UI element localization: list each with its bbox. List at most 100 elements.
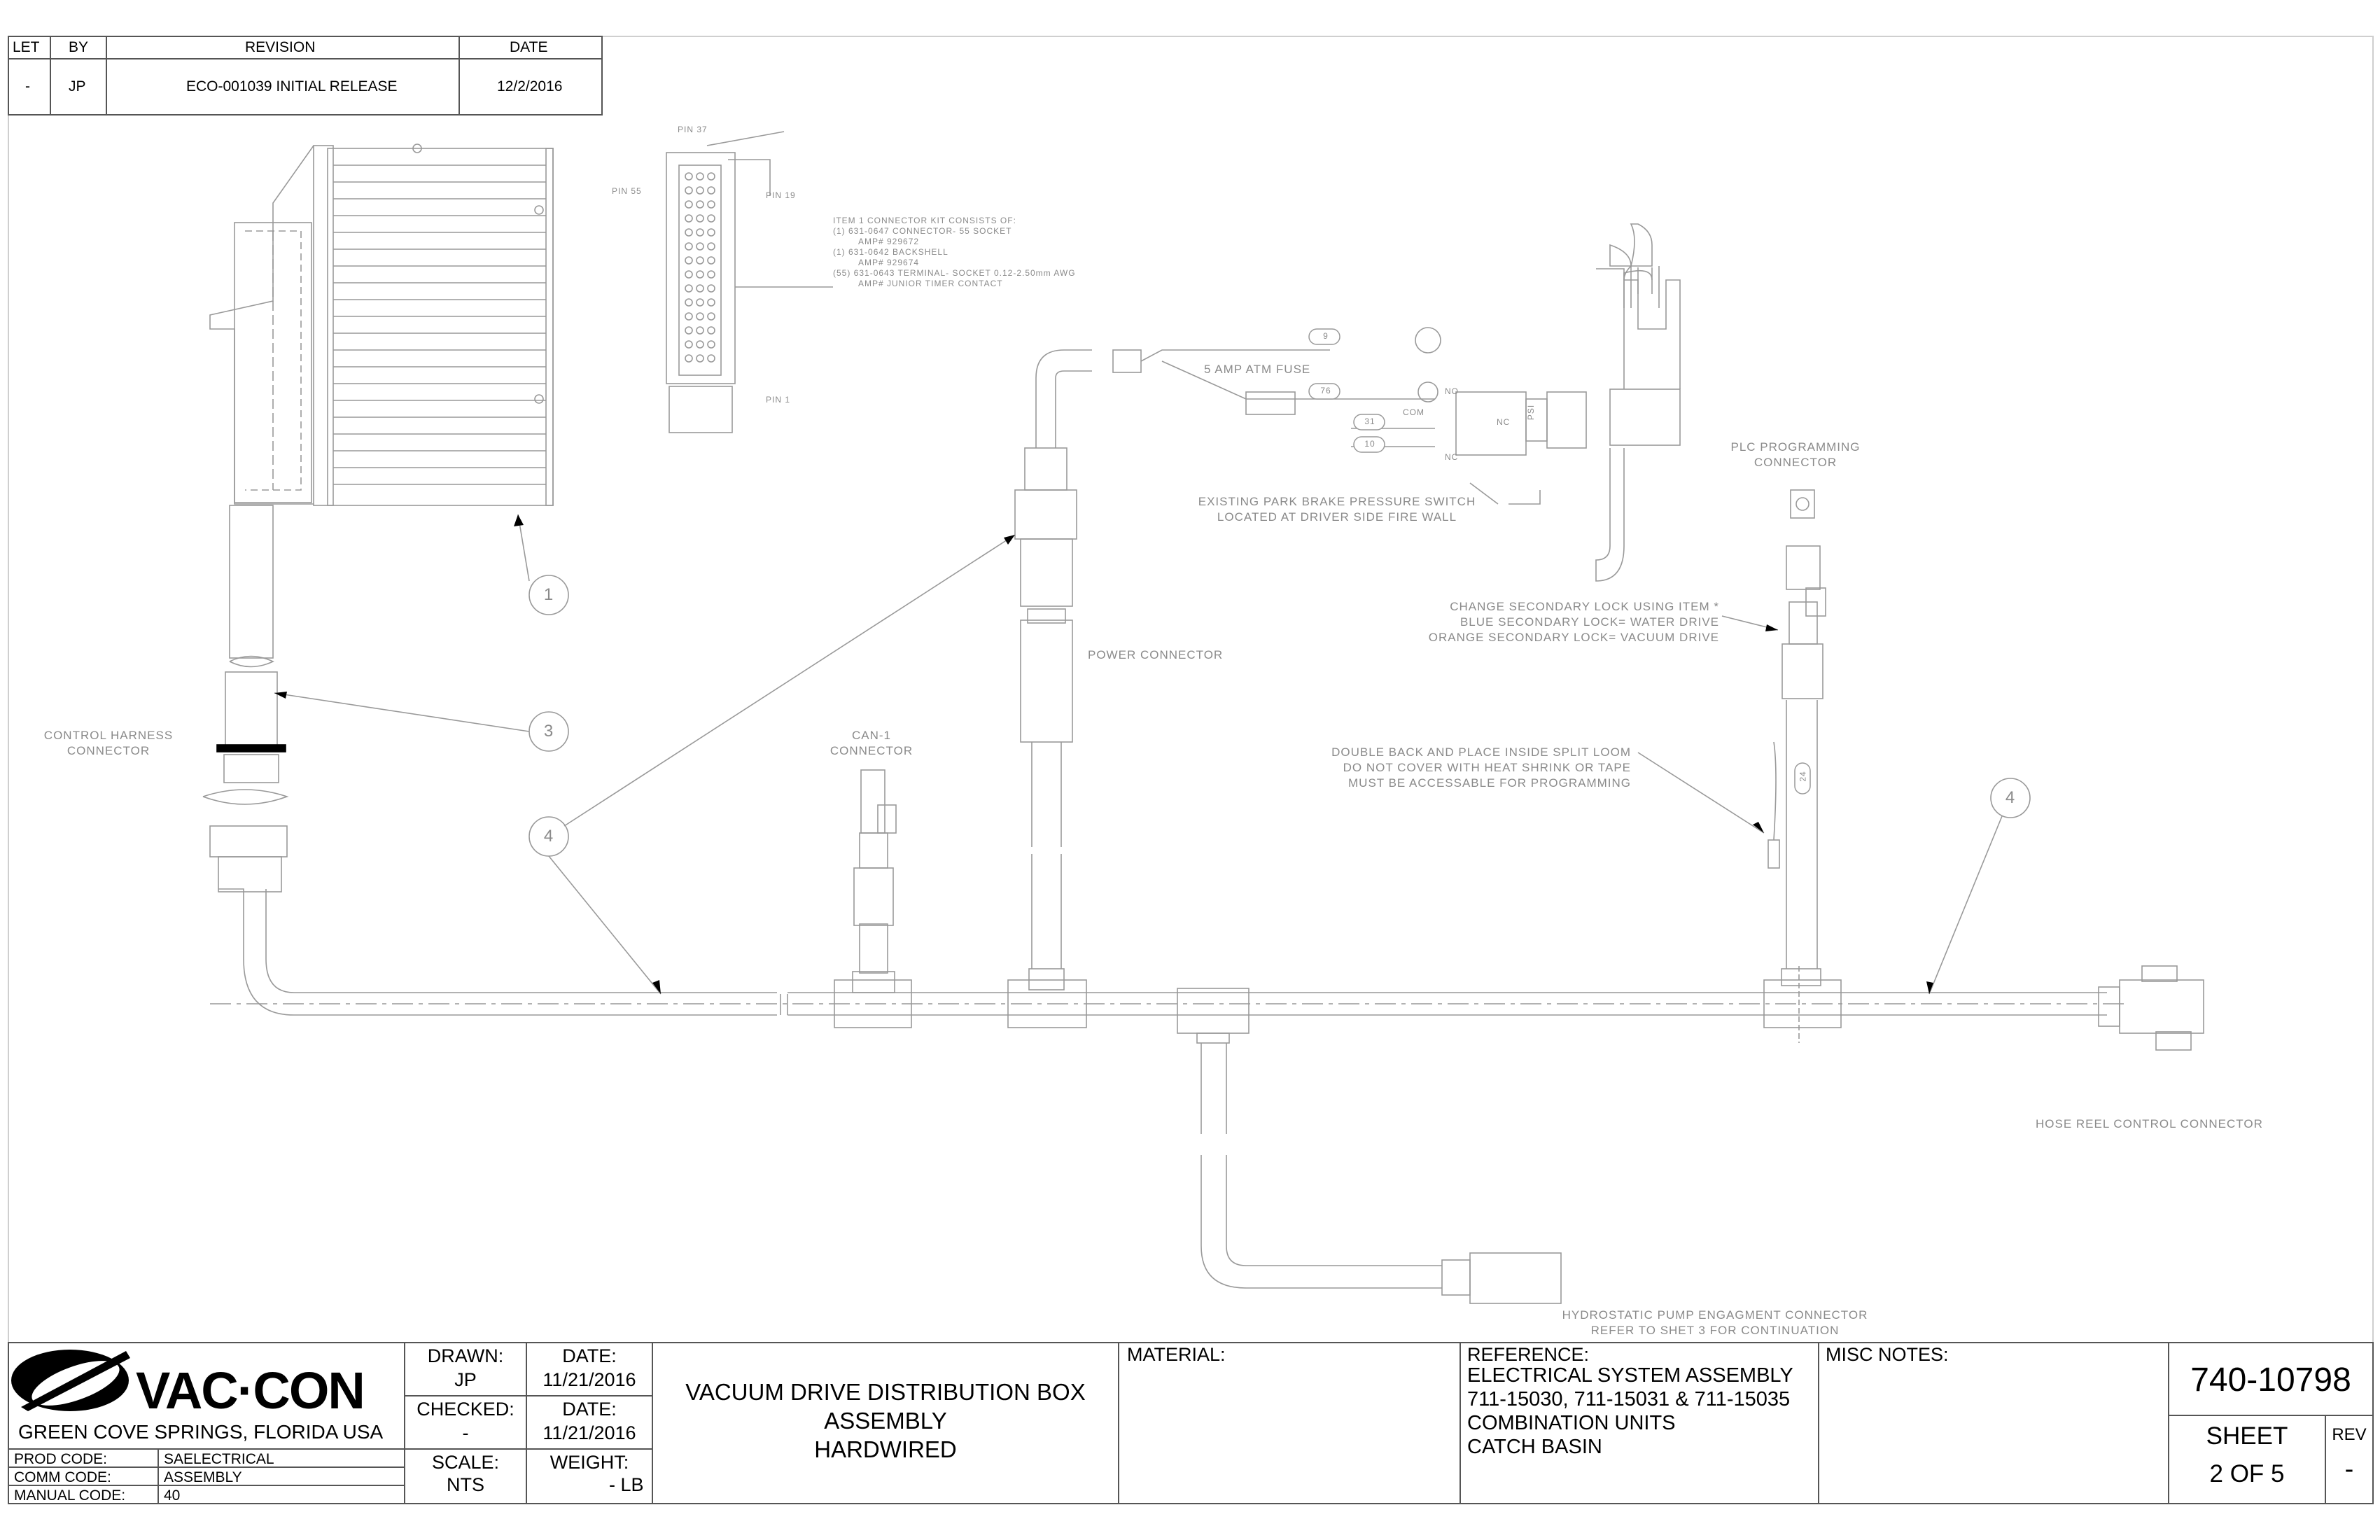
- comm-code-label: COMM CODE:: [14, 1469, 111, 1485]
- switch-psi-label: PSI: [1526, 404, 1536, 421]
- switch-nc-label-2: NC: [1445, 452, 1459, 462]
- connector-pin: [685, 172, 693, 181]
- title-block-grid: [8, 1342, 2374, 1504]
- wire-tag-76: 76: [1320, 386, 1331, 396]
- connector-pin: [696, 326, 704, 335]
- connector-pin: [707, 354, 715, 363]
- switch-com-label: COM: [1403, 407, 1424, 417]
- pin-connector-55: [666, 131, 833, 433]
- manual-code-value: 40: [164, 1488, 181, 1504]
- checked-date-label: DATE:: [562, 1399, 617, 1420]
- rev-by: JP: [69, 78, 86, 94]
- drawing-title: VACUUM DRIVE DISTRIBUTION BOX ASSEMBLY H…: [685, 1379, 1086, 1462]
- wire-tag-9: 9: [1323, 331, 1329, 341]
- connector-pin: [707, 298, 715, 307]
- scale-value: NTS: [447, 1474, 484, 1495]
- connector-pin: [685, 214, 693, 223]
- item-balloons: [274, 482, 2031, 995]
- connector-pin: [696, 340, 704, 349]
- connector-pin: [685, 270, 693, 279]
- sheet-number: 2 OF 5: [2209, 1460, 2285, 1488]
- wire-tag-10: 10: [1364, 439, 1376, 449]
- rev-header-by: BY: [69, 39, 89, 55]
- connector-pin: [696, 214, 704, 223]
- connector-pin: [685, 256, 693, 265]
- prod-code-label: PROD CODE:: [14, 1451, 108, 1467]
- connector-kit-note: ITEM 1 CONNECTOR KIT CONSISTS OF: (1) 63…: [833, 216, 1076, 288]
- power-connector-label: POWER CONNECTOR: [1088, 648, 1224, 662]
- connector-pin: [707, 242, 715, 251]
- rev-let: -: [25, 78, 30, 94]
- connector-pin: [707, 186, 715, 195]
- connector-pin: [707, 200, 715, 209]
- control-harness-connector-label: CONTROL HARNESS CONNECTOR: [43, 729, 174, 757]
- connector-pin: [696, 354, 704, 363]
- connector-pin: [696, 256, 704, 265]
- pin-1-label: PIN 1: [766, 395, 791, 405]
- pressure-switch-note: EXISTING PARK BRAKE PRESSURE SWITCH LOCA…: [1198, 495, 1476, 524]
- secondary-lock-note: CHANGE SECONDARY LOCK USING ITEM * BLUE …: [1428, 600, 1719, 644]
- balloon-item-4-left: 4: [543, 827, 554, 846]
- balloon-item-4-right: 4: [2005, 788, 2016, 807]
- connector-pin: [685, 228, 693, 237]
- connector-pin: [707, 270, 715, 279]
- fuse-label: 5 AMP ATM FUSE: [1204, 363, 1311, 376]
- scale-label: SCALE:: [431, 1452, 500, 1473]
- prod-code-value: SAELECTRICAL: [164, 1451, 274, 1467]
- connector-pin: [707, 172, 715, 181]
- connector-pin: [685, 326, 693, 335]
- connector-pin: [696, 284, 704, 293]
- connector-pin: [696, 270, 704, 279]
- wire-tag-24: 24: [1798, 771, 1808, 782]
- company-logo-text: VAC·CON: [136, 1362, 365, 1420]
- main-trunk: [210, 223, 2204, 1304]
- revision-table-grid: [8, 36, 603, 115]
- connector-pin: [685, 298, 693, 307]
- connector-pin: [685, 354, 693, 363]
- connector-pin: [685, 242, 693, 251]
- rev-date: 12/2/2016: [497, 78, 563, 94]
- pin-55-label: PIN 55: [612, 186, 642, 196]
- drawn-date-label: DATE:: [562, 1345, 617, 1366]
- pin-37-label: PIN 37: [678, 125, 708, 134]
- drawn-label: DRAWN:: [427, 1345, 504, 1366]
- connector-pin: [707, 340, 715, 349]
- drawn-value: JP: [454, 1369, 477, 1390]
- rev-value: -: [2344, 1455, 2354, 1484]
- connector-pin: [696, 172, 704, 181]
- connector-pin: [696, 298, 704, 307]
- double-back-note: DOUBLE BACK AND PLACE INSIDE SPLIT LOOM …: [1331, 746, 1631, 790]
- connector-pin: [696, 186, 704, 195]
- connector-pin: [707, 256, 715, 265]
- connector-pin: [696, 200, 704, 209]
- can-connector-label: CAN-1 CONNECTOR: [830, 729, 913, 757]
- weight-label: WEIGHT:: [550, 1452, 629, 1473]
- reference-list: ELECTRICAL SYSTEM ASSEMBLY 711-15030, 71…: [1467, 1364, 1793, 1458]
- connector-pin: [696, 312, 704, 321]
- leader-arrowheads: [274, 514, 1933, 994]
- wire-tag-shapes: [1308, 328, 1811, 794]
- part-number: 740-10798: [2190, 1362, 2351, 1399]
- connector-pin: [707, 284, 715, 293]
- company-location: GREEN COVE SPRINGS, FLORIDA USA: [18, 1421, 384, 1443]
- connector-pin: [685, 200, 693, 209]
- connector-pin: [696, 242, 704, 251]
- rev-header-let: LET: [13, 39, 40, 55]
- plc-programming-connector-label: PLC PROGRAMMING CONNECTOR: [1730, 440, 1861, 469]
- vaccon-logo-mark: [11, 1350, 130, 1411]
- rev-label: REV: [2332, 1425, 2367, 1444]
- wire-tag-31: 31: [1364, 416, 1376, 426]
- weight-value: - LB: [609, 1474, 644, 1495]
- connector-pin: [685, 186, 693, 195]
- reference-label: REFERENCE:: [1467, 1344, 1590, 1365]
- hose-reel-connector-label: HOSE REEL CONTROL CONNECTOR: [2036, 1117, 2263, 1130]
- switch-nc-label-1: NC: [1497, 417, 1511, 427]
- checked-date: 11/21/2016: [542, 1422, 636, 1443]
- balloon-item-3: 3: [543, 722, 554, 741]
- rev-description: ECO-001039 INITIAL RELEASE: [186, 78, 398, 94]
- control-module: [202, 144, 777, 1016]
- connector-pin: [707, 228, 715, 237]
- switch-no-label: NO: [1445, 386, 1459, 396]
- sheet-label: SHEET: [2206, 1422, 2288, 1450]
